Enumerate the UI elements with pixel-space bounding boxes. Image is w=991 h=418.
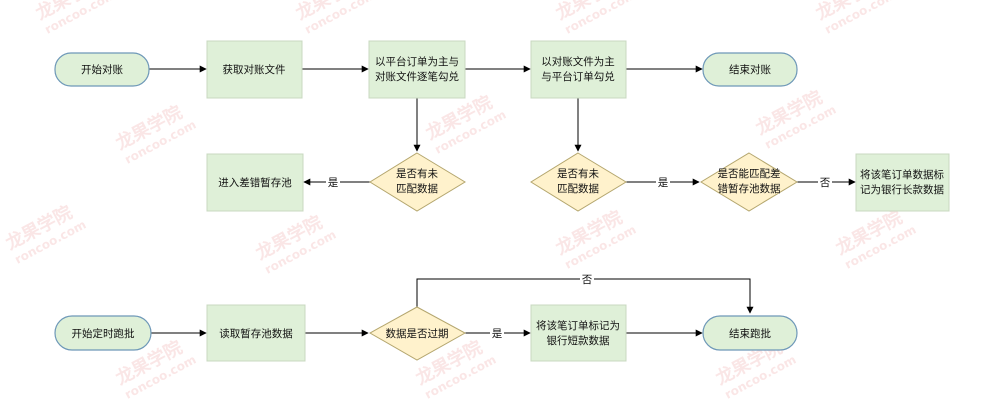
edge-label-yes-pool: 是 — [328, 177, 339, 189]
node-decision-unmatched-a[interactable]: 是否有未 匹配数据 — [369, 152, 466, 212]
node-platform-main-label-1: 以平台订单为主与 — [375, 55, 459, 68]
node-start-reconcile-label: 开始对账 — [81, 63, 123, 76]
node-decision-unmatched-b-label-2: 匹配数据 — [557, 182, 599, 195]
node-end-reconcile-label: 结束对账 — [729, 63, 771, 76]
edge-label-yes-mark-short: 是 — [492, 328, 503, 340]
edge-label-yes-pool-match: 是 — [658, 177, 669, 189]
node-start-batch[interactable]: 开始定时跑批 — [54, 315, 152, 351]
node-end-batch[interactable]: 结束跑批 — [702, 315, 798, 351]
node-mark-short[interactable]: 将该笔订单标记为 银行短款数据 — [530, 304, 627, 362]
node-mark-short-label-2: 银行短款数据 — [547, 334, 610, 347]
edge-label-no-mark-long: 否 — [820, 177, 831, 189]
node-read-pool[interactable]: 读取暂存池数据 — [206, 304, 306, 362]
node-enter-pool-label: 进入差错暂存池 — [218, 176, 292, 189]
node-mark-long-label-1: 将该笔订单数据标 — [860, 168, 944, 181]
node-mark-long[interactable]: 将该笔订单数据标 记为银行长款数据 — [855, 153, 950, 212]
node-end-reconcile[interactable]: 结束对账 — [702, 52, 798, 87]
node-get-file[interactable]: 获取对账文件 — [206, 40, 303, 99]
edge-label-no-end-batch: 否 — [582, 274, 593, 286]
node-decision-pool-match[interactable]: 是否能匹配差 错暂存池数据 — [700, 152, 798, 212]
node-read-pool-label: 读取暂存池数据 — [219, 327, 293, 340]
node-start-batch-label: 开始定时跑批 — [72, 327, 135, 340]
node-file-main-label-2: 与平台订单勾兑 — [541, 70, 615, 83]
node-file-main-label-1: 以对账文件为主 — [541, 55, 615, 68]
node-decision-expired[interactable]: 数据是否过期 — [368, 306, 467, 361]
node-decision-unmatched-a-label-2: 匹配数据 — [396, 182, 438, 195]
node-decision-expired-label: 数据是否过期 — [386, 327, 449, 340]
node-file-main[interactable]: 以对账文件为主 与平台订单勾兑 — [530, 40, 627, 99]
node-decision-unmatched-b-label-1: 是否有未 — [557, 167, 599, 180]
node-end-batch-label: 结束跑批 — [729, 327, 771, 340]
node-get-file-label: 获取对账文件 — [223, 63, 286, 76]
node-decision-unmatched-b[interactable]: 是否有未 匹配数据 — [530, 152, 627, 212]
node-start-reconcile[interactable]: 开始对账 — [54, 52, 150, 87]
node-platform-main-label-2: 对账文件逐笔勾兑 — [375, 70, 459, 83]
node-platform-main[interactable]: 以平台订单为主与 对账文件逐笔勾兑 — [368, 40, 466, 99]
node-mark-long-label-2: 记为银行长款数据 — [860, 183, 944, 196]
node-enter-pool[interactable]: 进入差错暂存池 — [206, 153, 304, 212]
node-decision-unmatched-a-label-1: 是否有未 — [396, 167, 438, 180]
node-mark-short-label-1: 将该笔订单标记为 — [536, 319, 620, 332]
node-decision-pool-match-label-1: 是否能匹配差 — [718, 167, 781, 180]
node-decision-pool-match-label-2: 错暂存池数据 — [718, 182, 781, 195]
